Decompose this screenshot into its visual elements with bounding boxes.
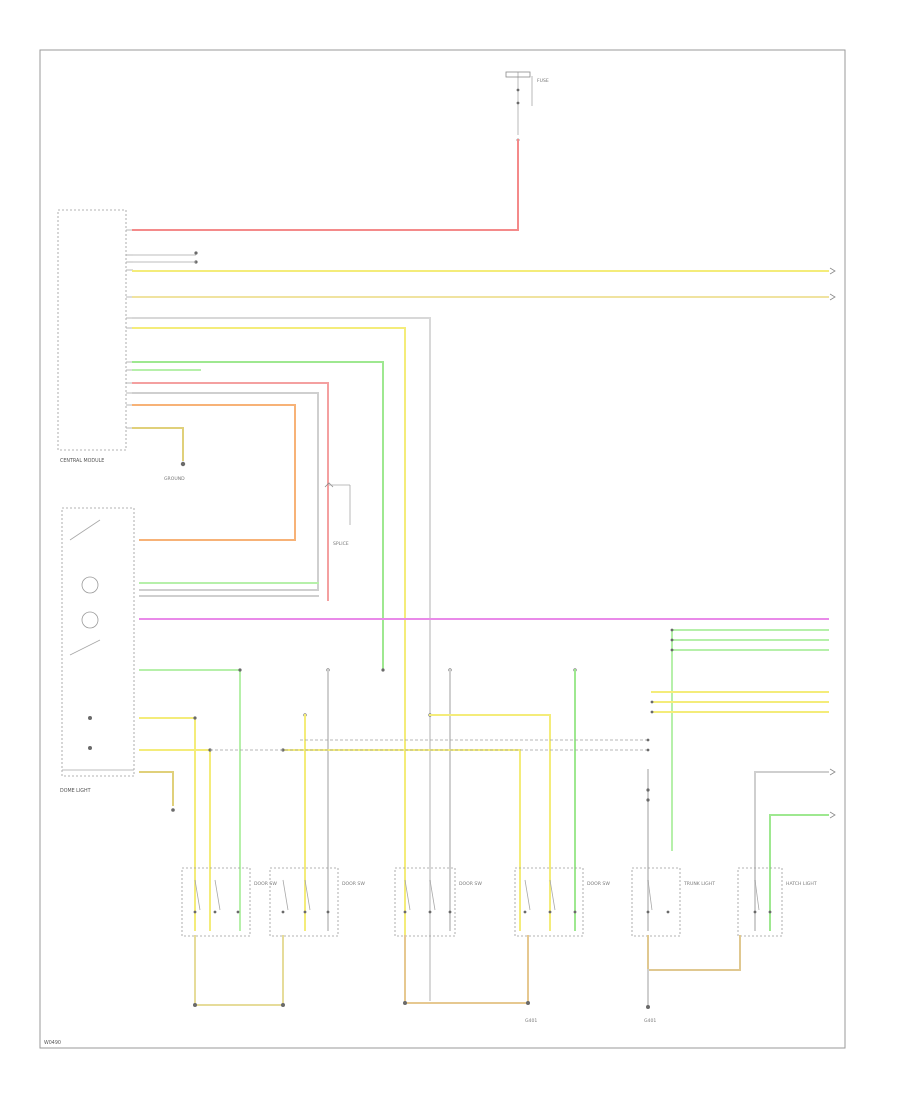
connector-arrows-right [829, 267, 836, 301]
hatch-light-label: HATCH LIGHT [786, 881, 817, 887]
wire-gray-b [132, 392, 319, 591]
wire-olive-ground [132, 427, 184, 461]
right-yellow-bundle [650, 691, 829, 714]
right-green-bundle [670, 628, 829, 851]
right-front-door-switch-label: DOOR SW [342, 881, 365, 887]
trunk-light: TRUNK LIGHT [631, 867, 715, 937]
dome-light: DOME LIGHT [60, 507, 135, 794]
wire-green-a [132, 361, 384, 671]
top-fuse: FUSE [505, 71, 549, 142]
left-front-door-switch: DOOR SW [181, 867, 277, 937]
wire-green-dome-2 [139, 669, 241, 931]
ground-right-label: G401 [644, 1018, 656, 1024]
wire-green-right [769, 814, 829, 931]
right-rear-door-switch: DOOR SW [514, 867, 610, 937]
figure-id: W0490 [44, 1040, 61, 1046]
wire-olive-ground-right [647, 935, 741, 971]
wire-olive-ground-mid [404, 935, 529, 1004]
wire-yellow-g [282, 749, 521, 931]
wire-olive-ground-left [194, 935, 284, 1006]
ground-icon [193, 1001, 650, 1009]
module-pin-marks [126, 229, 133, 429]
dashed-signal-lines [210, 738, 650, 752]
hatch-light: HATCH LIGHT [737, 867, 817, 937]
wire-gray-a [132, 317, 431, 1001]
top-fuse-label: FUSE [537, 78, 549, 84]
central-module: CENTRAL MODULE [57, 209, 127, 464]
trunk-light-label: TRUNK LIGHT [683, 881, 715, 887]
left-rear-door-switch: DOOR SW [394, 867, 482, 937]
wire-yellow-b [132, 327, 406, 1001]
diagram-frame [39, 49, 846, 1049]
connector-arrows-right-2 [829, 768, 836, 819]
right-rear-door-switch-label: DOOR SW [587, 881, 610, 887]
right-front-door-switch: DOOR SW [269, 867, 365, 937]
left-rear-door-switch-label: DOOR SW [459, 881, 482, 887]
ground-icon [180, 461, 186, 467]
wire-red-feed [132, 139, 519, 231]
connector-c2: SPLICE [324, 482, 351, 547]
connector-c1 [133, 251, 198, 264]
wire-yellow-f [429, 714, 551, 931]
wire-olive-dome [139, 771, 174, 806]
ground-left-label: GROUND [164, 476, 185, 482]
wire-yellow-dome-2 [139, 749, 211, 931]
wire-red-b [132, 382, 329, 601]
wire-orange [132, 404, 296, 541]
left-front-door-switch-label: DOOR SW [254, 881, 277, 887]
dome-light-label: DOME LIGHT [60, 788, 91, 794]
svg-text:SPLICE: SPLICE [333, 541, 349, 547]
splice-row [303, 668, 577, 717]
central-module-label: CENTRAL MODULE [60, 458, 104, 464]
ground-mid-label: G401 [525, 1018, 537, 1024]
